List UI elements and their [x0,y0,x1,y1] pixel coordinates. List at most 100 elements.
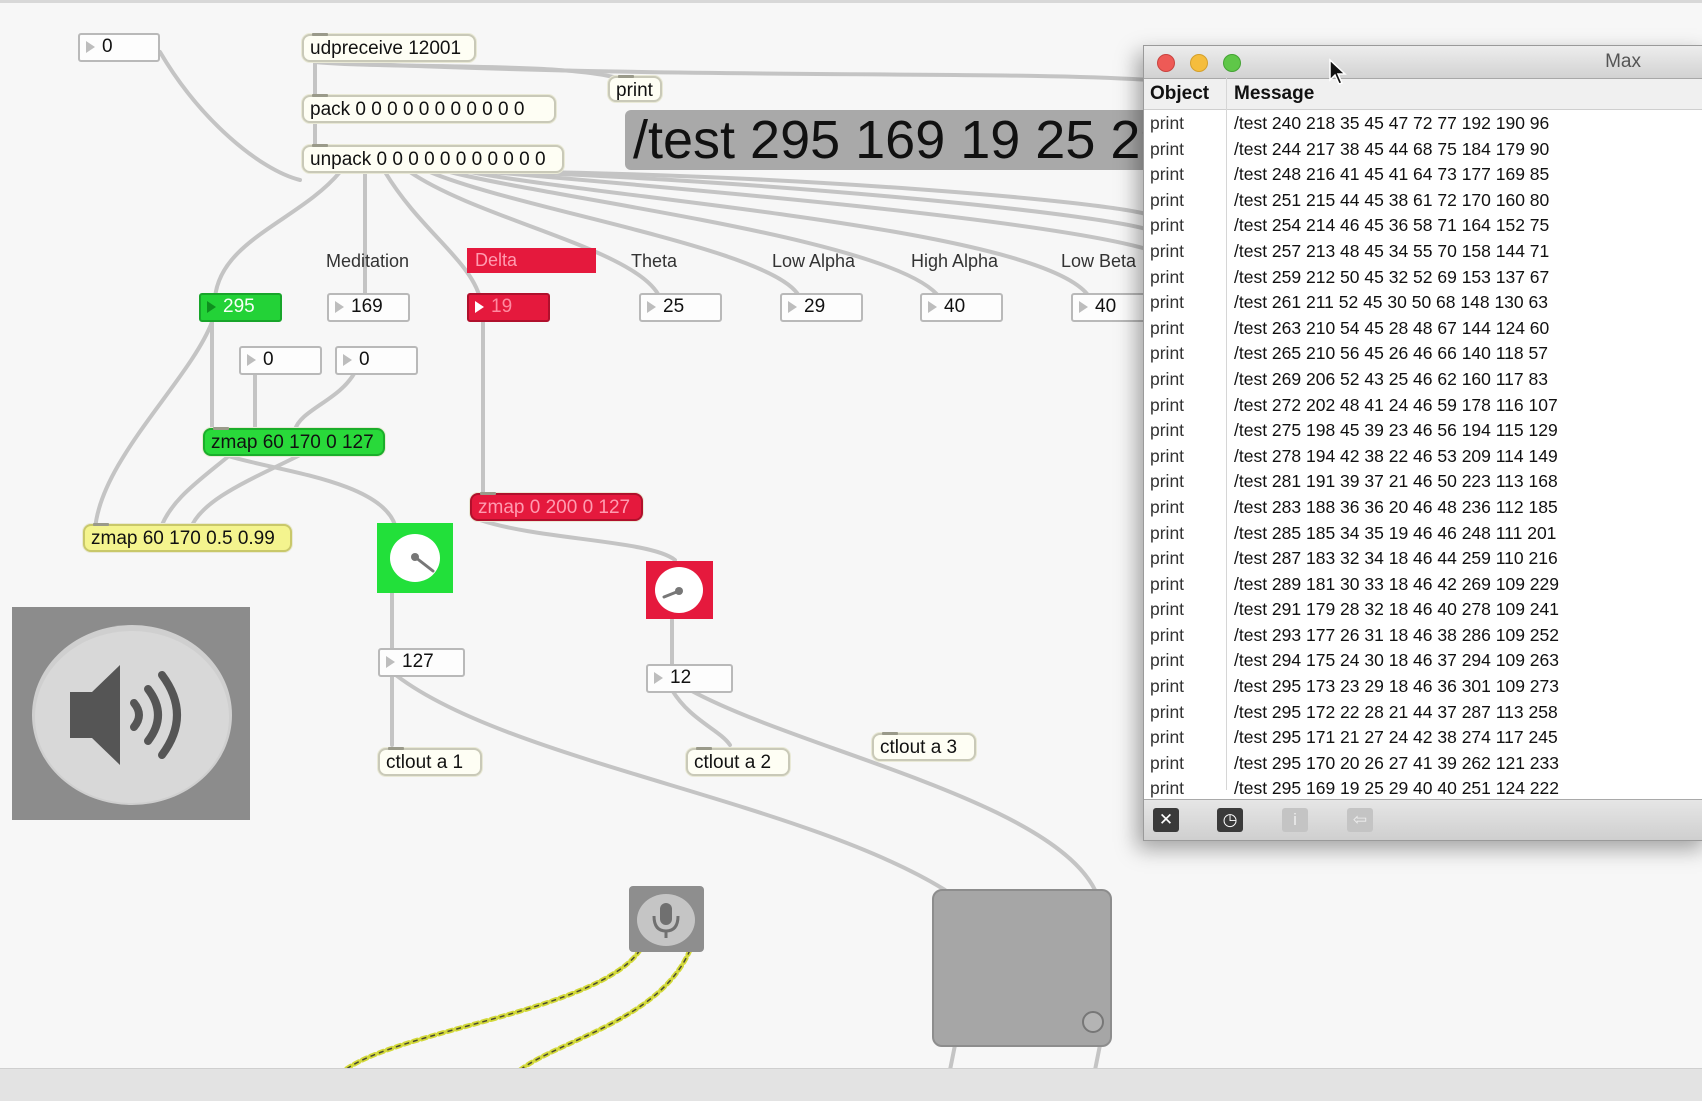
window-zoom-button[interactable] [1223,54,1241,72]
row-message: /test 285 185 34 35 19 46 46 248 111 201 [1234,522,1557,543]
status-bar [0,1068,1702,1101]
console-row[interactable]: print/test 293 177 26 31 18 46 38 286 10… [1144,622,1702,648]
clock-icon[interactable]: ◷ [1217,808,1243,832]
console-row[interactable]: print/test 269 206 52 43 25 46 62 160 11… [1144,366,1702,392]
console-row[interactable]: print/test 291 179 28 32 18 46 40 278 10… [1144,596,1702,622]
patch-cord [948,1043,957,1072]
console-row[interactable]: print/test 295 173 23 29 18 46 36 301 10… [1144,673,1702,699]
number-box-delta[interactable]: 19 [467,293,550,322]
console-row[interactable]: print/test 294 175 24 30 18 46 37 294 10… [1144,647,1702,673]
console-row[interactable]: print/test 261 211 52 45 30 50 68 148 13… [1144,289,1702,315]
row-object: print [1150,317,1185,338]
close-icon[interactable]: ✕ [1153,808,1179,832]
number-box-zmap-in-a[interactable]: 0 [239,346,322,375]
number-box-meditation[interactable]: 169 [327,293,410,322]
console-row[interactable]: print/test 295 170 20 26 27 41 39 262 12… [1144,750,1702,776]
console-row[interactable]: print/test 240 218 35 45 47 72 77 192 19… [1144,110,1702,136]
ctlout-2-object[interactable]: ctlout a 2 [686,747,790,776]
console-row[interactable]: print/test 295 171 21 27 24 42 38 274 11… [1144,724,1702,750]
dial-needle [662,587,683,599]
console-row[interactable]: print/test 244 217 38 45 44 68 75 184 17… [1144,136,1702,162]
patch-cord [93,320,214,532]
row-message: /test 283 188 36 36 20 46 48 236 112 185 [1234,496,1558,517]
unpack-object[interactable]: unpack 0 0 0 0 0 0 0 0 0 0 0 [302,144,564,173]
number-box-low-alpha[interactable]: 29 [780,293,863,322]
console-row[interactable]: print/test 263 210 54 45 28 48 67 144 12… [1144,315,1702,341]
console-row[interactable]: print/test 251 215 44 45 38 61 72 170 16… [1144,187,1702,213]
number-value: 12 [670,667,692,688]
console-row[interactable]: print/test 289 181 30 33 18 46 42 269 10… [1144,571,1702,597]
console-row[interactable]: print/test 278 194 42 38 22 46 53 209 11… [1144,443,1702,469]
console-row[interactable]: print/test 248 216 41 45 41 64 73 177 16… [1144,161,1702,187]
column-header-message[interactable]: Message [1234,83,1315,104]
console-row[interactable]: print/test 283 188 36 36 20 46 48 236 11… [1144,494,1702,520]
ctlout-1-object[interactable]: ctlout a 1 [378,747,482,776]
row-object: print [1150,573,1185,594]
console-row[interactable]: print/test 287 183 32 34 18 46 44 259 11… [1144,545,1702,571]
number-box-attention[interactable]: 295 [199,293,282,322]
dial-green[interactable] [377,523,453,593]
dial-needle [411,553,435,573]
number-box-out-green[interactable]: 127 [378,648,465,677]
number-box-zmap-in-b[interactable]: 0 [335,346,418,375]
console-row[interactable]: print/test 275 198 45 39 23 46 56 194 11… [1144,417,1702,443]
window-close-button[interactable] [1157,54,1175,72]
dac-speaker-button[interactable] [12,607,250,820]
number-value: 29 [804,296,826,317]
print-object[interactable]: print [608,75,662,102]
column-header-object[interactable]: Object [1150,83,1210,104]
console-row[interactable]: print/test 281 191 39 37 21 46 50 223 11… [1144,468,1702,494]
console-row[interactable]: print/test 254 214 46 45 36 58 71 164 15… [1144,212,1702,238]
console-row[interactable]: print/test 285 185 34 35 19 46 46 248 11… [1144,520,1702,546]
console-rows[interactable]: print/test 240 218 35 45 47 72 77 192 19… [1144,110,1702,801]
row-message: /test 261 211 52 45 30 50 68 148 130 63 [1234,292,1548,313]
number-box-theta[interactable]: 25 [639,293,722,322]
row-object: print [1150,138,1185,159]
dial-red[interactable] [646,561,713,619]
console-row[interactable]: print/test 259 212 50 45 32 52 69 153 13… [1144,264,1702,290]
row-object: print [1150,164,1185,185]
message-display[interactable]: /test 295 169 19 25 29 40 40 251 124 222 [625,110,1153,170]
number-box-top[interactable]: 0 [78,33,160,62]
console-row[interactable]: print/test 295 172 22 28 21 44 37 287 11… [1144,699,1702,725]
label-theta: Theta [631,251,678,271]
number-value: 0 [102,36,113,57]
number-box-high-alpha[interactable]: 40 [920,293,1003,322]
number-box-low-beta[interactable]: 40 [1071,293,1154,322]
console-row[interactable]: print/test 257 213 48 45 34 55 70 158 14… [1144,238,1702,264]
window-minimize-button[interactable] [1190,54,1208,72]
ezdac-box[interactable] [932,889,1112,1047]
row-message: /test 295 170 20 26 27 41 39 262 121 233 [1234,752,1560,773]
zmap-red-object[interactable]: zmap 0 200 0 127 [470,492,643,521]
number-value: 127 [402,651,434,672]
row-object: print [1150,266,1185,287]
window-title: Max [1605,51,1641,72]
window-titlebar[interactable]: Max [1144,46,1702,79]
row-message: /test 259 212 50 45 32 52 69 153 137 67 [1234,266,1550,287]
udpreceive-object[interactable]: udpreceive 12001 [302,33,476,62]
row-object: print [1150,189,1185,210]
console-row[interactable]: print/test 295 169 19 25 29 40 40 251 12… [1144,775,1702,801]
patch-cord [158,453,232,532]
number-box-out-red[interactable]: 12 [646,664,733,693]
pack-object[interactable]: pack 0 0 0 0 0 0 0 0 0 0 0 [302,94,556,123]
row-object: print [1150,752,1185,773]
row-object: print [1150,624,1185,645]
row-object: print [1150,701,1185,722]
speaker-icon [32,625,232,805]
adc-mic-button[interactable] [629,886,704,952]
patch-cord [390,670,947,892]
max-console-window[interactable]: Max Object Message print/test 240 218 35… [1143,45,1702,841]
row-object: print [1150,599,1185,620]
row-message: /test 294 175 24 30 18 46 37 294 109 263 [1234,650,1560,671]
console-row[interactable]: print/test 265 210 56 45 26 46 66 140 11… [1144,340,1702,366]
row-message: /test 240 218 35 45 47 72 77 192 190 96 [1234,113,1550,133]
row-object: print [1150,727,1185,748]
zmap-yellow-object[interactable]: zmap 60 170 0.5 0.99 [83,523,292,552]
zmap-green-object[interactable]: zmap 60 170 0 127 [203,427,385,456]
console-row[interactable]: print/test 272 202 48 41 24 46 59 178 11… [1144,392,1702,418]
ctlout-3-object[interactable]: ctlout a 3 [872,732,976,761]
toggle-knob[interactable] [1082,1011,1104,1033]
